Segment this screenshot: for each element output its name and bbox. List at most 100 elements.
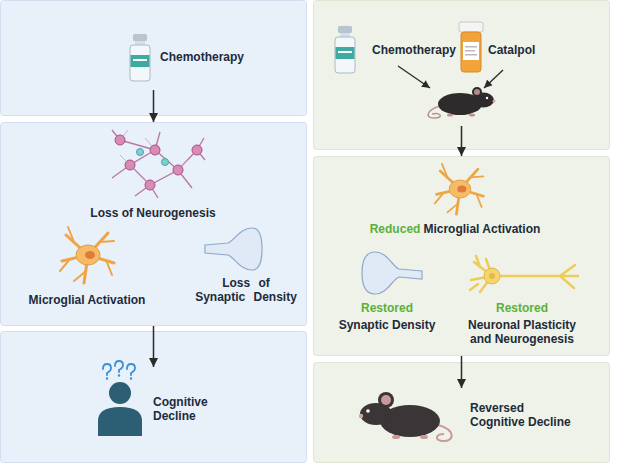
panel-text: Reduced [370, 222, 421, 236]
panel-box: ReducedMicroglial ActivationRestoredSyna… [313, 156, 610, 356]
mouse-ear [378, 392, 394, 408]
question-mark [127, 364, 135, 375]
flow-arrow [461, 356, 463, 388]
synapse-icon [362, 252, 422, 294]
vial-cap [338, 26, 352, 33]
vial-label [336, 47, 355, 59]
mouse-eye [366, 409, 370, 413]
panel-text: Synaptic Density [327, 318, 447, 332]
microglia-nucleus [457, 185, 466, 192]
person-icon [98, 361, 142, 436]
panel-box: Reversed Cognitive Decline [313, 388, 610, 463]
panel-text: Restored [337, 301, 437, 315]
vial-label [131, 55, 150, 67]
neuron-cell [150, 145, 160, 155]
neuron-cell [125, 160, 135, 170]
mouse-foot [469, 114, 475, 117]
text-row: ReducedMicroglial Activation [360, 222, 550, 236]
vial-body [335, 37, 355, 73]
panel-box: Chemotherapy [0, 0, 307, 90]
neuron-branches [112, 130, 205, 198]
question-mark [103, 364, 111, 375]
mouse-ear-inner [474, 89, 480, 95]
neuron-cell [173, 165, 183, 175]
mouse-icon [359, 392, 452, 441]
neuron-icon [470, 256, 578, 292]
neuron-nucleus [489, 273, 495, 279]
neuron-cell [192, 145, 202, 155]
neuron-cell [115, 135, 125, 145]
bottle-cap [459, 22, 483, 32]
panel-text: Cognitive Decline [153, 395, 213, 423]
panel-background [1, 123, 307, 326]
panel-background [314, 1, 610, 150]
question-dot [130, 377, 132, 379]
microglia-nucleus [85, 251, 95, 259]
mouse-tail [428, 106, 440, 118]
panel-text: Microglial Activation [423, 222, 540, 236]
mouse-ear-inner [381, 395, 391, 405]
microglia-branch [60, 227, 114, 281]
question-dot [118, 374, 120, 376]
input-arrow [398, 66, 430, 88]
bottle-label-line [465, 46, 477, 48]
bottle-body [461, 32, 481, 72]
question-dot [106, 377, 108, 379]
vial-icon [130, 34, 150, 81]
vial-neck [340, 33, 350, 37]
microglia-process [62, 233, 114, 283]
panel-box: Loss of NeurogenesisMicroglial Activatio… [0, 122, 307, 326]
bottle-label-line [465, 50, 475, 52]
flow-arrow [461, 126, 463, 156]
synapse-icon [205, 228, 262, 270]
mouse-ear [472, 87, 482, 97]
bottle-label-line [465, 54, 477, 56]
glial-cell [137, 149, 144, 156]
panel-text: Reversed Cognitive Decline [470, 401, 576, 429]
neuron-cell [145, 180, 155, 190]
bottle-label [463, 42, 479, 60]
mouse-foot [420, 435, 428, 439]
neuron-cluster [112, 130, 205, 198]
flow-arrow [153, 90, 155, 122]
panel-text: Microglial Activation [12, 293, 162, 307]
panel-background [1, 1, 307, 116]
panel-text: Loss of Synaptic Density [194, 276, 298, 304]
question-mark [115, 361, 123, 372]
mouse-nose [359, 414, 363, 418]
mouse-tail [437, 425, 452, 441]
neuron-branches [470, 256, 578, 292]
panel-text: Chemotherapy [372, 43, 482, 57]
person-body [98, 407, 142, 436]
neuron-dendrites [120, 130, 188, 185]
glial-cell [162, 159, 169, 166]
neuron-soma [484, 268, 500, 284]
vial-body [130, 45, 150, 81]
question-marks [103, 361, 135, 375]
panel-box: Chemotherapy Catalpol [313, 0, 610, 126]
panel-text: Chemotherapy [160, 50, 280, 64]
panel-background [314, 157, 610, 356]
vial-icon [335, 26, 355, 73]
microglia-icon [60, 227, 114, 283]
flow-arrow [153, 326, 155, 367]
vial-neck [135, 41, 145, 45]
panel-background [1, 332, 307, 463]
microglia-body [449, 180, 471, 198]
person-head [109, 382, 131, 404]
mouse-foot [447, 114, 453, 117]
vial-label-line [338, 51, 352, 53]
vial-label-line [133, 59, 147, 61]
vial-cap [133, 34, 147, 41]
mouse-icon [428, 87, 495, 118]
microglia-branch [435, 164, 484, 213]
panel-text: Catalpol [488, 43, 568, 57]
microglia-body [76, 245, 100, 265]
microglia-process [437, 169, 484, 214]
microglia-icon [435, 164, 484, 214]
pill-bottle-icon [459, 22, 483, 72]
mouse-foot [392, 435, 400, 439]
panel-text: Neuronal Plasticity and Neurogenesis [462, 318, 582, 346]
input-arrow [484, 70, 503, 88]
mouse-nose [493, 100, 496, 103]
